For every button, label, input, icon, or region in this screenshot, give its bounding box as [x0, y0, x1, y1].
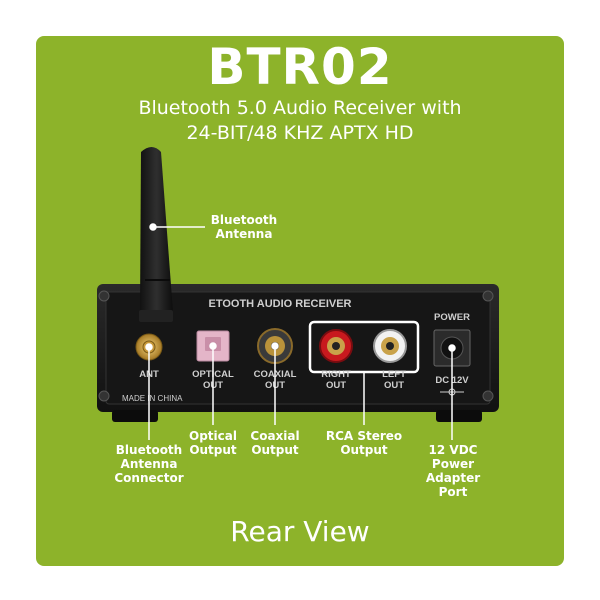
device-panel-text: ETOOTH AUDIO RECEIVER	[208, 298, 351, 310]
callout-connector-line2: Antenna	[120, 457, 178, 471]
left-out-line2: OUT	[384, 380, 404, 391]
callout-coaxial-line1: Coaxial	[250, 429, 300, 443]
right-out-line1: RIGHT	[321, 369, 351, 380]
callout-antenna-line2: Antenna	[215, 227, 273, 241]
power-label: POWER	[434, 312, 470, 323]
subtitle-line-2: 24-BIT/48 KHZ APTX HD	[186, 122, 414, 144]
product-model-title: BTR02	[207, 38, 393, 96]
callout-lines	[145, 223, 456, 440]
callout-connector-line3: Connector	[114, 471, 184, 485]
callout-coaxial-line2: Output	[251, 443, 299, 457]
bluetooth-antenna-icon	[139, 147, 173, 322]
rear-view-caption: Rear View	[230, 515, 370, 548]
callout-power-line3: Port	[438, 485, 468, 499]
callout-antenna-line1: Bluetooth	[210, 213, 278, 227]
callout-connector-line1: Bluetooth	[115, 443, 183, 457]
callout-optical-line2: Output	[189, 443, 237, 457]
callout-rca-line2: Output	[340, 443, 388, 457]
left-out-line1: LEFT	[382, 369, 406, 380]
callout-power-line1: 12 VDC	[428, 443, 478, 457]
made-in-china-label: MADE IN CHINA	[122, 394, 183, 403]
rca-left-port-icon	[373, 329, 407, 363]
callout-rca-line1: RCA Stereo	[325, 429, 403, 443]
callout-optical-line1: Optical	[189, 429, 237, 443]
callout-power-line2: Power Adapter	[425, 457, 481, 485]
subtitle-line-1: Bluetooth 5.0 Audio Receiver with	[138, 97, 462, 119]
right-out-line2: OUT	[326, 380, 346, 391]
receiver-body	[97, 284, 499, 422]
rca-right-port-icon	[319, 329, 353, 363]
